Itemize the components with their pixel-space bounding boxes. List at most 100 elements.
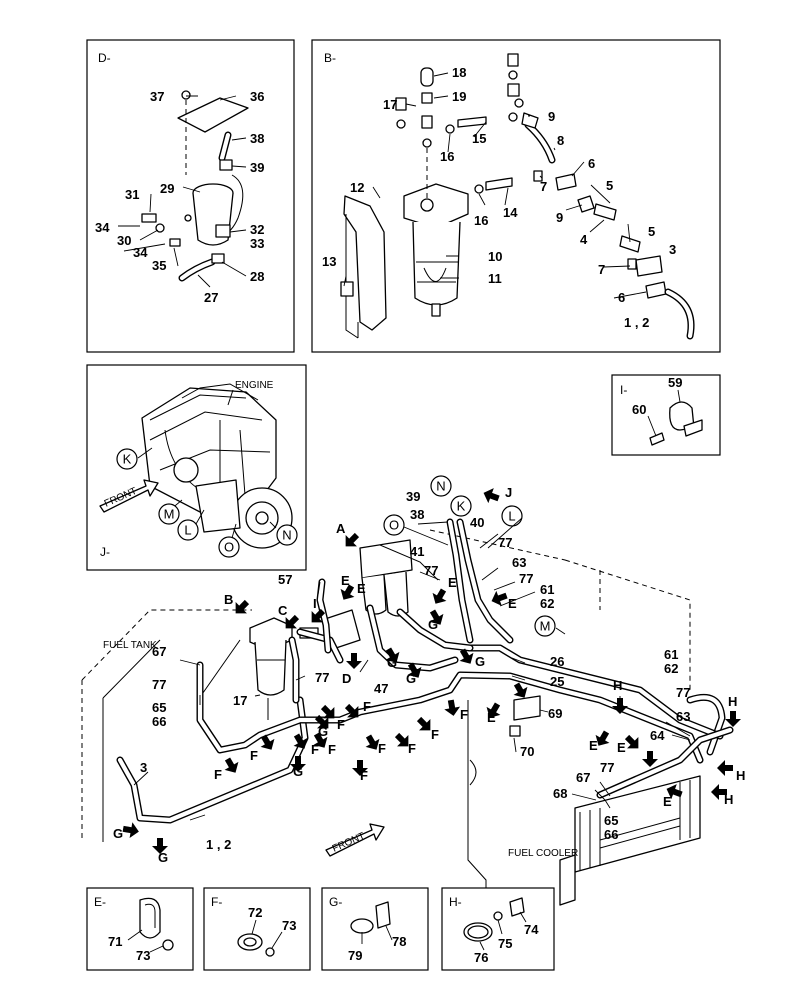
callout-o-j: O — [218, 536, 240, 558]
bolt-31 — [141, 213, 157, 223]
label-47: 47 — [374, 681, 388, 696]
label-73e: 73 — [136, 948, 150, 963]
letter-f6: F — [363, 699, 371, 714]
direction-arrow — [313, 732, 328, 748]
bracket-69 — [513, 695, 541, 721]
part-number-labels: 37 36 38 39 29 31 34 30 34 32 33 35 28 2… — [95, 65, 690, 965]
direction-arrow — [224, 757, 239, 773]
clamp-9b — [577, 195, 595, 213]
label-33: 33 — [250, 236, 264, 251]
label-37: 37 — [150, 89, 164, 104]
frame-outline-dash — [429, 529, 691, 690]
label-26: 26 — [550, 654, 564, 669]
callout-n-j: N — [276, 524, 298, 546]
letter-f8: F — [360, 768, 368, 783]
filter-element-11 — [423, 267, 447, 282]
label-57: 57 — [278, 572, 292, 587]
direction-arrow — [444, 699, 461, 716]
label-32: 32 — [250, 222, 264, 237]
label-39: 39 — [250, 160, 264, 175]
label-30: 30 — [117, 233, 131, 248]
panel-j: J- ENGINE FRONT K M L O N — [86, 364, 307, 571]
svg-text:K: K — [123, 452, 132, 467]
label-3: 3 — [669, 242, 676, 257]
clamp-9a — [521, 112, 539, 129]
direction-arrow — [595, 730, 610, 746]
label-15: 15 — [472, 131, 486, 146]
washer-16a — [445, 124, 455, 134]
direction-arrow — [365, 734, 380, 750]
panel-h-frame — [441, 887, 555, 971]
label-12: 12 — [350, 180, 364, 195]
panel-h: H- — [441, 887, 555, 971]
label-9b: 9 — [556, 210, 563, 225]
letter-f7: F — [378, 741, 386, 756]
direction-arrow — [407, 662, 422, 678]
label-77c: 77 — [519, 571, 533, 586]
bolt-7a — [533, 170, 543, 182]
direction-arrow — [314, 714, 329, 729]
label-63a: 63 — [512, 555, 526, 570]
svg-text:N: N — [282, 528, 291, 543]
label-41: 41 — [410, 544, 424, 559]
callout-l-main: L — [501, 505, 523, 527]
svg-text:M: M — [540, 619, 551, 634]
label-8: 8 — [557, 133, 564, 148]
label-62a: 62 — [540, 596, 554, 611]
callout-l-j: L — [177, 519, 199, 541]
label-31: 31 — [125, 187, 139, 202]
letter-f3: F — [311, 742, 319, 757]
letter-h2: H — [728, 694, 737, 709]
letter-e4: E — [487, 710, 496, 725]
label-77e: 77 — [315, 670, 329, 685]
bolt-14 — [485, 177, 513, 191]
panel-b-leaders — [343, 72, 647, 299]
direction-arrow — [346, 653, 362, 669]
bolt-70 — [509, 725, 521, 737]
letter-f5: F — [337, 717, 345, 732]
main-filter-a — [359, 539, 439, 617]
label-69: 69 — [548, 706, 562, 721]
label-40: 40 — [470, 515, 484, 530]
bolt-7b — [627, 258, 637, 270]
label-10: 10 — [488, 249, 502, 264]
bolt-35 — [169, 238, 181, 247]
engine-text: ENGINE — [235, 380, 274, 391]
washer-34 — [184, 214, 192, 222]
label-27: 27 — [204, 290, 218, 305]
fuel-tank-outline-dash — [81, 609, 252, 842]
fuel-cooler-text: FUEL COOLER — [508, 848, 578, 859]
letter-a: A — [336, 521, 346, 536]
panel-b: B- — [311, 39, 721, 353]
label-59: 59 — [668, 375, 682, 390]
washer-top-right — [508, 70, 518, 80]
fitting-39 — [219, 159, 233, 171]
direction-arrow — [345, 532, 360, 547]
bolt-37 — [181, 90, 191, 100]
filter-bowl-10 — [412, 221, 461, 306]
direction-arrow — [122, 822, 139, 839]
label-79: 79 — [348, 948, 362, 963]
panel-j-leaders — [137, 447, 277, 539]
direction-arrow — [666, 784, 683, 800]
letter-g7: G — [428, 617, 438, 632]
label-6a: 6 — [588, 156, 595, 171]
label-5b: 5 — [648, 224, 655, 239]
bolt-73e — [162, 939, 174, 951]
direction-arrow — [624, 734, 639, 749]
letter-g5: G — [387, 655, 397, 670]
letter-e8: E — [357, 581, 366, 596]
letter-f2: F — [250, 748, 258, 763]
label-14: 14 — [503, 205, 518, 220]
direction-arrow — [352, 760, 368, 776]
panel-h-title: H- — [449, 895, 462, 909]
filter-head — [403, 183, 469, 229]
bolt-13 — [340, 281, 354, 297]
direction-arrows — [122, 488, 741, 854]
label-67b: 67 — [576, 770, 590, 785]
direction-arrow — [513, 682, 528, 698]
callout-k-main: K — [450, 495, 472, 517]
label-63b: 63 — [676, 709, 690, 724]
label-74: 74 — [524, 922, 539, 937]
bracket-12-edge — [345, 214, 359, 339]
